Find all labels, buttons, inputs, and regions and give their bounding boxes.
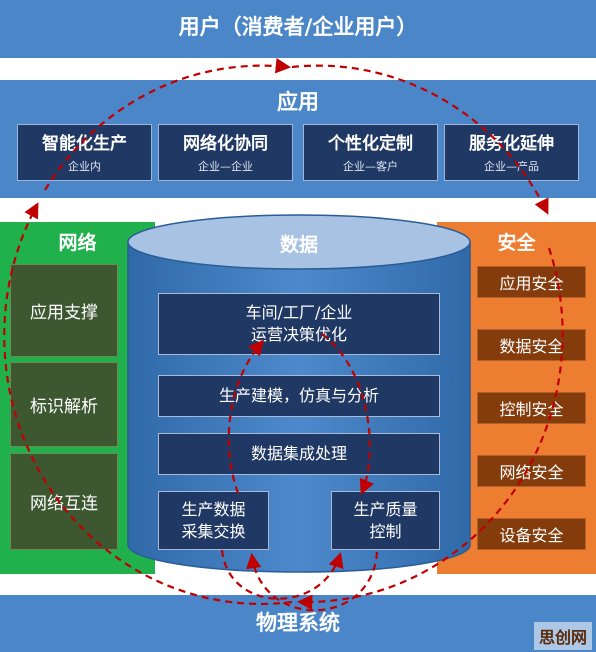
data-box-modeling-simulation: 生产建模，仿真与分析	[158, 375, 440, 417]
data-box-line: 生产质量	[353, 499, 418, 519]
watermark-logo: 思创网	[533, 622, 592, 650]
physical-system-title: 物理系统	[256, 611, 340, 635]
data-box-line: 生产数据	[181, 499, 246, 519]
data-box-line: 控制	[369, 521, 402, 541]
data-box-collection-exchange: 生产数据 采集交换	[158, 491, 269, 550]
data-box-line: 车间/工厂/企业	[245, 303, 353, 322]
physical-system-band: 物理系统	[0, 595, 596, 652]
data-title: 数据	[279, 234, 318, 256]
data-box-line: 采集交换	[181, 521, 246, 541]
data-box-integration: 数据集成处理	[158, 433, 440, 475]
user-band-title: 用户（消费者/企业用户）	[178, 15, 418, 39]
user-band: 用户（消费者/企业用户）	[0, 0, 596, 58]
data-box-decision-optimization: 车间/工厂/企业 运营决策优化	[158, 293, 440, 355]
data-box-quality-control: 生产质量 控制	[331, 491, 440, 550]
data-box-line: 运营决策优化	[250, 325, 347, 344]
